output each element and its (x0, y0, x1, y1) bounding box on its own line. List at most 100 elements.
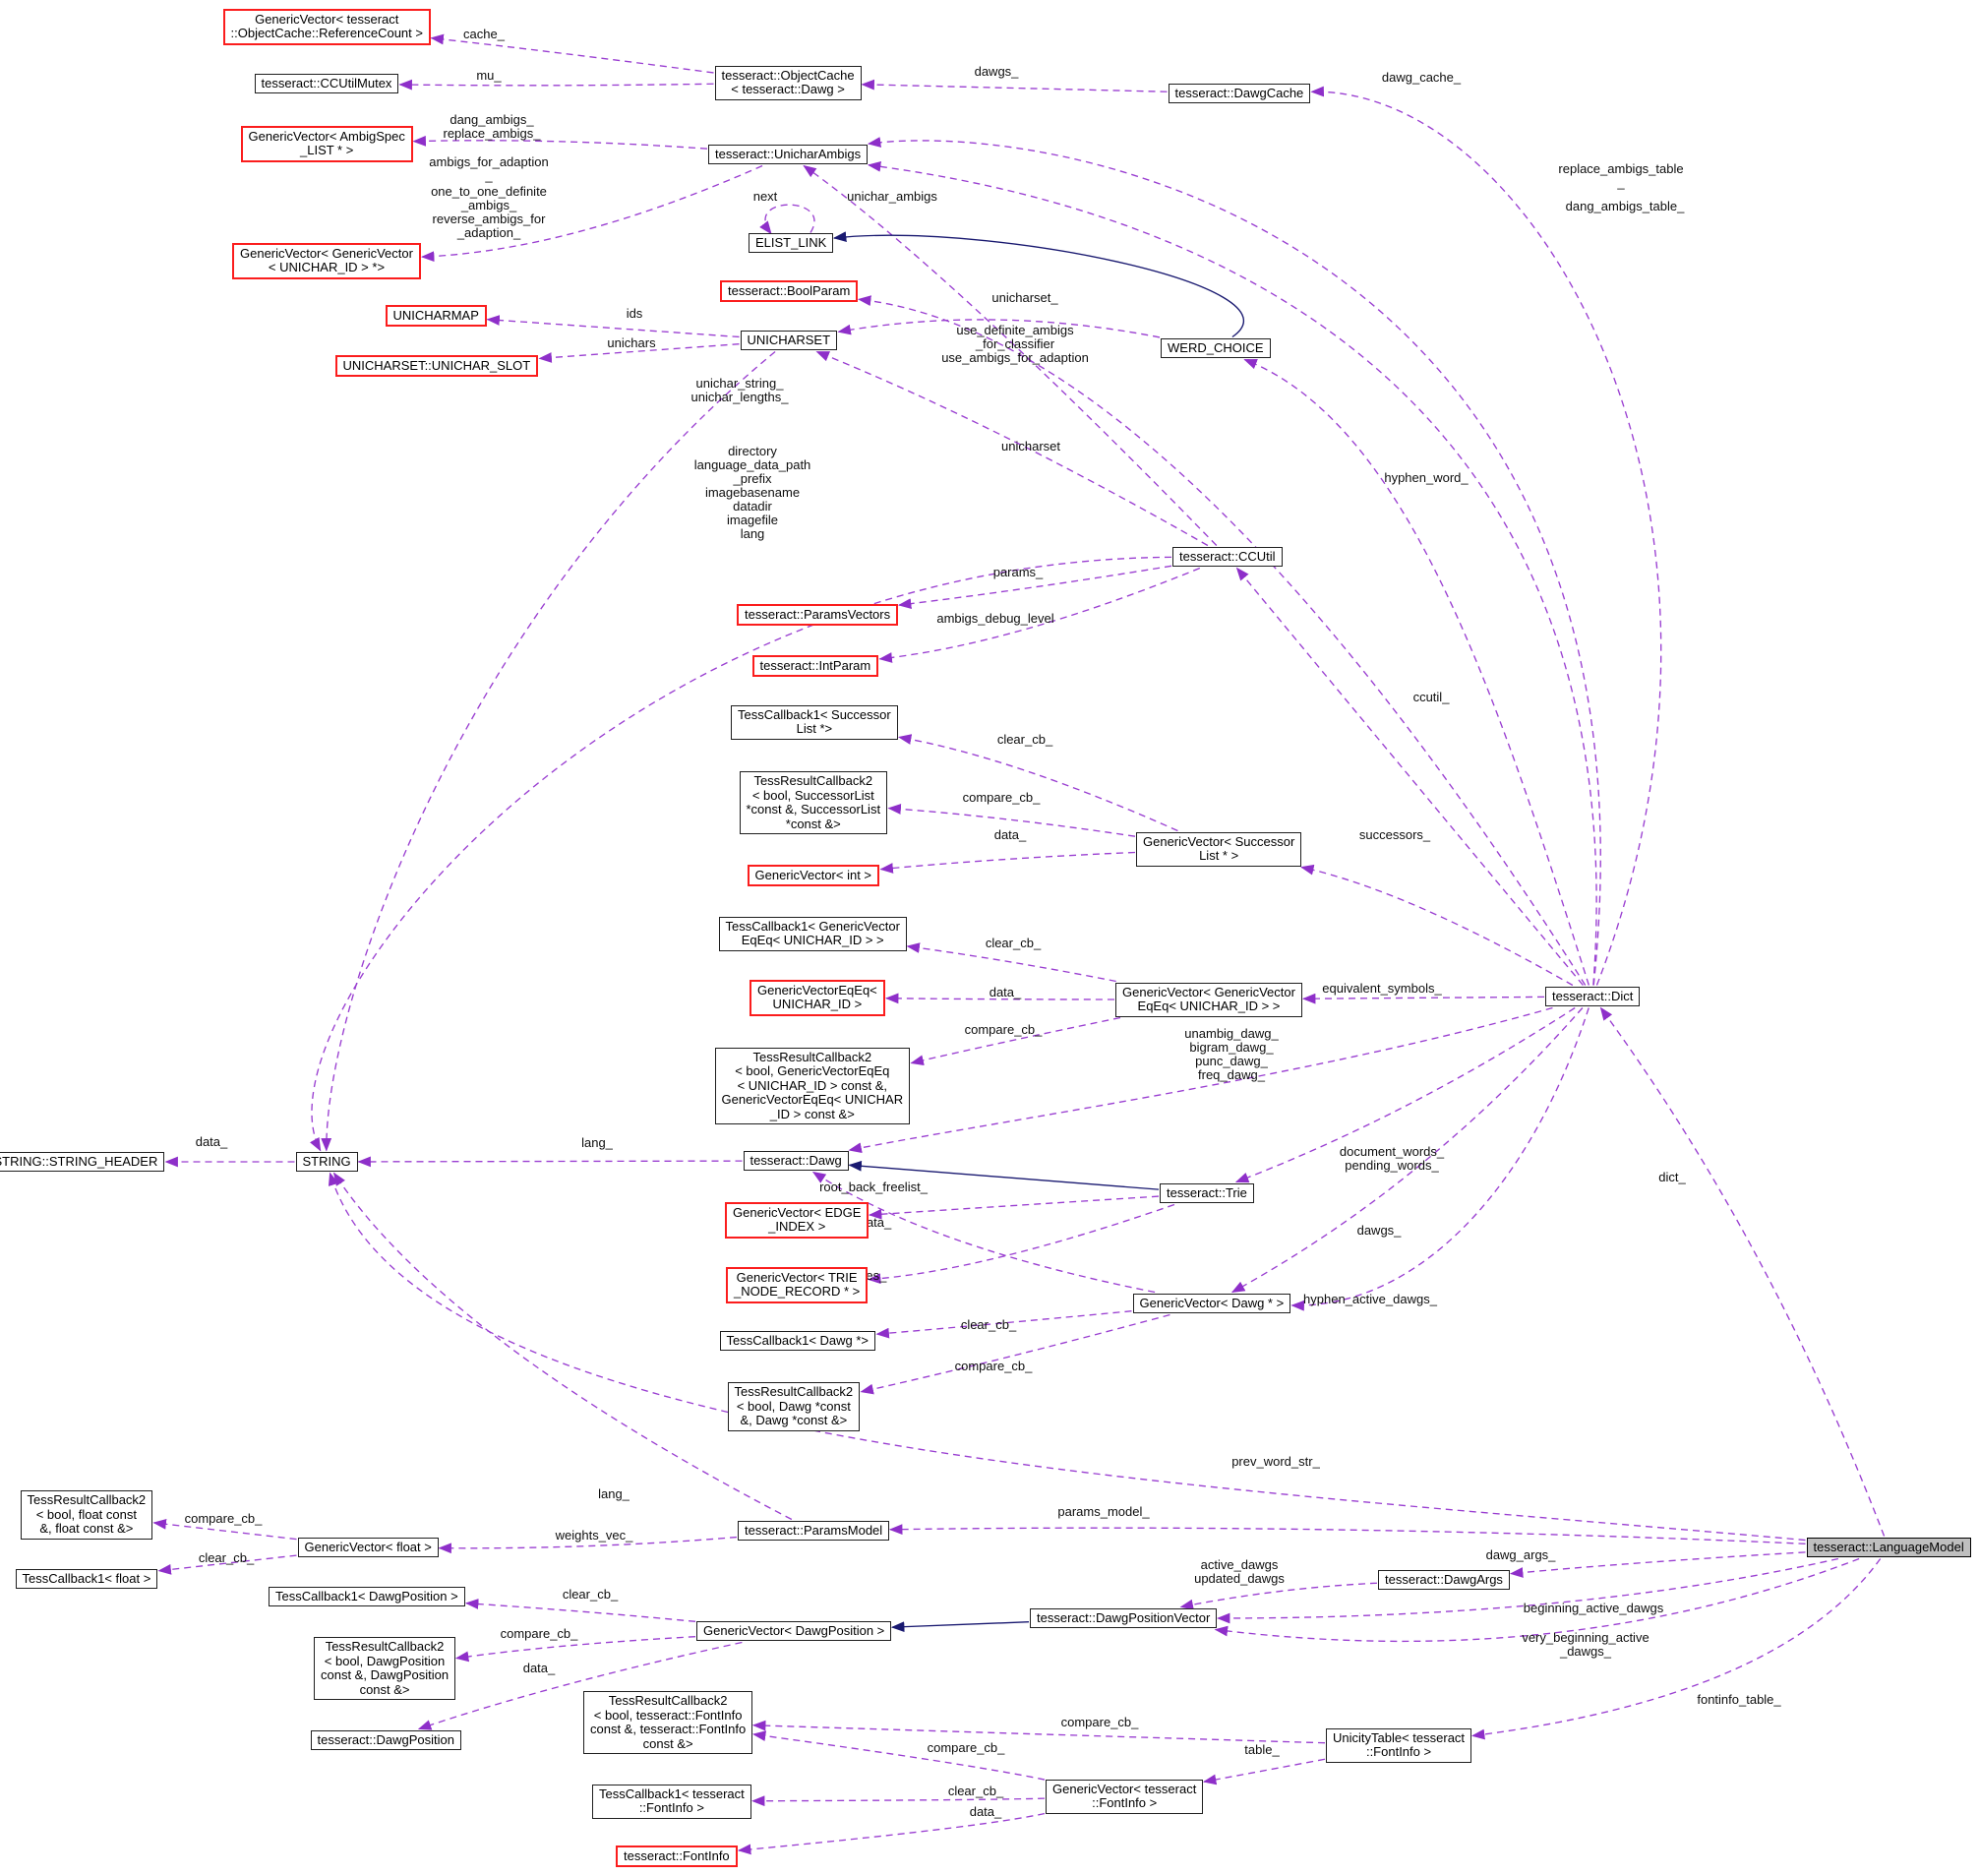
edge-langmodel-to-params-model (888, 1524, 1806, 1544)
node-trc2-successor[interactable]: TessResultCallback2 < bool, SuccessorLis… (739, 771, 888, 835)
edge-langmodel-to-unicity-table (1470, 1558, 1882, 1740)
node-werd-choice[interactable]: WERD_CHOICE (1161, 337, 1271, 359)
node-gv-successor[interactable]: GenericVector< Successor List * > (1136, 831, 1302, 867)
node-trc2-dawg[interactable]: TessResultCallback2 < bool, Dawg *const … (727, 1382, 861, 1431)
edge-dict-to-ccutil (1235, 567, 1584, 986)
edge-label-ccutil: ccutil_ (1412, 690, 1450, 704)
edge-gv-successor-to-trc2-successor (887, 804, 1136, 837)
edge-dict-to-unicharambigs (867, 160, 1597, 986)
node-objectcache[interactable]: tesseract::ObjectCache < tesseract::Dawg… (714, 65, 862, 100)
edge-unicharset-to-unichar-slot (538, 342, 740, 363)
node-unicharset[interactable]: UNICHARSET (740, 330, 838, 351)
edge-gv-gveqeq2-to-tc1-gveqeq (906, 942, 1116, 983)
edge-label-dawgs: dawgs_ (974, 64, 1019, 79)
node-tc1-float[interactable]: TessCallback1< float > (15, 1568, 158, 1590)
node-params-model[interactable]: tesseract::ParamsModel (738, 1520, 890, 1542)
edge-langmodel-to-dawgpos-vector (1216, 1557, 1839, 1624)
node-trc2-gveqeq[interactable]: TessResultCallback2 < bool, GenericVecto… (714, 1047, 911, 1125)
node-dawg[interactable]: tesseract::Dawg (743, 1150, 849, 1172)
node-int-param[interactable]: tesseract::IntParam (751, 654, 879, 678)
node-trie[interactable]: tesseract::Trie (1160, 1182, 1254, 1204)
edge-ccutil-to-string (310, 556, 1172, 1152)
node-gv-dawg-star[interactable]: GenericVector< Dawg * > (1132, 1293, 1291, 1314)
node-unicharmap[interactable]: UNICHARMAP (385, 304, 487, 328)
node-trc2-fontinfo[interactable]: TessResultCallback2 < bool, tesseract::F… (583, 1691, 753, 1755)
node-dawgcache[interactable]: tesseract::DawgCache (1168, 83, 1311, 104)
edge-gv-fontinfo-to-fontinfo (737, 1812, 1046, 1855)
edge-label-data: data_ (989, 985, 1022, 999)
node-gv-edge-index[interactable]: GenericVector< EDGE _INDEX > (725, 1201, 870, 1239)
edge-unicity-table-to-trc2-fontinfo (751, 1720, 1326, 1744)
edge-dict-to-unicharambigs (867, 137, 1601, 986)
node-tc1-dawgpos[interactable]: TessCallback1< DawgPosition > (269, 1586, 465, 1607)
node-unichar-slot[interactable]: UNICHARSET::UNICHAR_SLOT (334, 354, 539, 378)
edge-dict-to-boolparam (857, 295, 1587, 986)
node-gv-dawgpos[interactable]: GenericVector< DawgPosition > (696, 1620, 892, 1642)
edge-dict-to-werd-choice (1243, 358, 1590, 986)
edge-dict-to-gv-gveqeq2 (1301, 993, 1545, 1004)
edge-label-lang: lang_ (581, 1135, 613, 1150)
node-gv-int[interactable]: GenericVector< int > (747, 864, 880, 887)
node-tc1-gveqeq[interactable]: TessCallback1< GenericVector EqEq< UNICH… (718, 916, 907, 951)
edge-unicharset-to-unicharmap (486, 315, 740, 338)
edge-label-table: table_ (1244, 1742, 1280, 1757)
node-tc1-fontinfo[interactable]: TessCallback1< tesseract ::FontInfo > (592, 1784, 751, 1819)
node-gv-refcount[interactable]: GenericVector< tesseract ::ObjectCache::… (222, 8, 431, 45)
edge-langmodel-to-dawgargs (1509, 1551, 1806, 1578)
node-ccutil[interactable]: tesseract::CCUtil (1172, 546, 1283, 568)
node-trc2-float[interactable]: TessResultCallback2 < bool, float const … (20, 1490, 153, 1540)
node-trc2-dawgpos[interactable]: TessResultCallback2 < bool, DawgPosition… (314, 1637, 456, 1701)
node-gv-gv-unichar[interactable]: GenericVector< GenericVector < UNICHAR_I… (232, 242, 421, 279)
edge-dawgargs-to-dawgpos-vector (1179, 1582, 1378, 1610)
node-boolparam[interactable]: tesseract::BoolParam (720, 279, 859, 303)
edge-params-model-to-gv-float (438, 1536, 738, 1554)
edge-gv-fontinfo-to-tc1-fontinfo (750, 1795, 1046, 1807)
edge-label-use-definite-ambigs: use_definite_ambigs _for_classifier use_… (941, 323, 1089, 366)
edge-gv-dawgpos-to-tc1-dawgpos (464, 1599, 696, 1623)
node-tc1-successor[interactable]: TessCallback1< Successor List *> (731, 704, 898, 740)
edge-trie-to-dawg (848, 1160, 1160, 1190)
edge-gv-dawg-star-to-tc1-dawg (875, 1310, 1132, 1339)
edge-langmodel-to-dict (1599, 1006, 1886, 1537)
node-ccutil-mutex[interactable]: tesseract::CCUtilMutex (254, 73, 399, 94)
node-dawgargs[interactable]: tesseract::DawgArgs (1378, 1569, 1510, 1591)
edge-gv-successor-to-tc1-successor (897, 734, 1178, 832)
node-fontinfo[interactable]: tesseract::FontInfo (616, 1845, 738, 1868)
node-langmodel: tesseract::LanguageModel (1806, 1537, 1971, 1558)
edge-label-beginning-active-dawgs: beginning_active_dawgs (1523, 1601, 1664, 1615)
node-dawgpos-vector[interactable]: tesseract::DawgPositionVector (1030, 1607, 1218, 1629)
edge-trie-to-gv-edge-index (868, 1195, 1160, 1220)
node-gv-ambigspec[interactable]: GenericVector< AmbigSpec _LIST * > (240, 125, 413, 162)
edge-label-ambigs-debug-level: ambigs_debug_level (936, 611, 1054, 626)
node-gv-gveqeq2[interactable]: GenericVector< GenericVector EqEq< UNICH… (1115, 982, 1302, 1017)
node-unicharambigs[interactable]: tesseract::UnicharAmbigs (708, 144, 869, 165)
edge-label-ids: ids (626, 306, 643, 321)
edge-label-next: next (752, 189, 778, 204)
node-gv-trie-node[interactable]: GenericVector< TRIE _NODE_RECORD * > (726, 1266, 869, 1303)
node-params-vectors[interactable]: tesseract::ParamsVectors (737, 603, 899, 627)
node-string[interactable]: STRING (295, 1151, 358, 1173)
node-tc1-dawg[interactable]: TessCallback1< Dawg *> (719, 1330, 876, 1352)
edge-gv-successor-to-gv-int (879, 851, 1136, 874)
edge-label-cache: cache_ (463, 27, 505, 41)
edge-objectcache-to-ccutil-mutex (398, 79, 714, 91)
node-elist-link[interactable]: ELIST_LINK (749, 232, 834, 254)
edge-dawgpos-vector-to-gv-dawgpos (890, 1621, 1030, 1633)
edge-label-dang-ambigs-table: dang_ambigs_table_ (1565, 199, 1685, 213)
edge-label-prev-word-str: prev_word_str_ (1231, 1454, 1320, 1469)
edge-dict-to-gv-successor (1300, 864, 1574, 987)
edge-label-dawg-cache: dawg_cache_ (1381, 70, 1462, 85)
edge-label-data: data_ (969, 1804, 1002, 1819)
node-string-header[interactable]: STRING::STRING_HEADER (0, 1151, 165, 1173)
node-dawgposition[interactable]: tesseract::DawgPosition (310, 1729, 461, 1751)
edge-label-one-to-one-definite: one_to_one_definite _ambigs_ reverse_amb… (431, 184, 547, 241)
edge-label-data: data_ (522, 1661, 556, 1675)
node-unicity-table[interactable]: UnicityTable< tesseract ::FontInfo > (1326, 1727, 1472, 1763)
node-gv-float[interactable]: GenericVector< float > (297, 1537, 439, 1558)
edge-label-ambigs-for-adaption: ambigs_for_adaption _ (429, 154, 549, 184)
node-gveqeq[interactable]: GenericVectorEqEq< UNICHAR_ID > (750, 979, 885, 1016)
node-dict[interactable]: tesseract::Dict (1545, 986, 1641, 1007)
node-gv-fontinfo[interactable]: GenericVector< tesseract ::FontInfo > (1046, 1779, 1204, 1814)
edge-unicity-table-to-gv-fontinfo (1202, 1758, 1326, 1785)
